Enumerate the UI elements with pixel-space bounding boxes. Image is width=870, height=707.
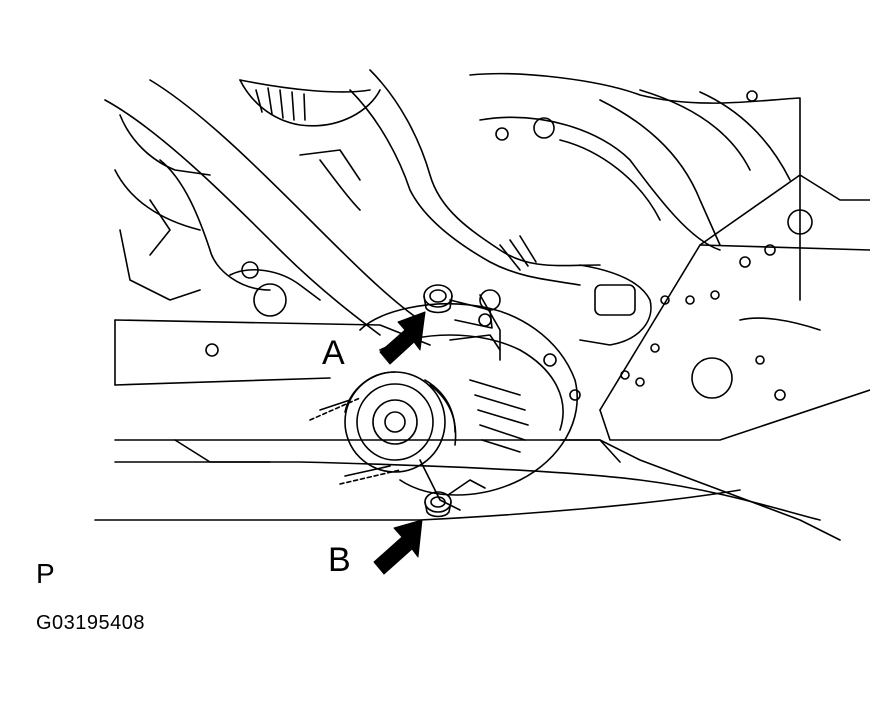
callout-a-label: A	[322, 334, 345, 372]
bolt-b-icon	[424, 479, 486, 518]
view-label: P	[36, 558, 55, 589]
intake-manifold-icon	[469, 72, 801, 301]
engine-block-icon	[599, 174, 870, 441]
engine-bay-left-icon	[114, 114, 361, 317]
hose-icon	[104, 69, 652, 346]
figure-id-label: G03195408	[36, 612, 146, 634]
subframe-icon	[94, 319, 841, 541]
pulley-icon	[344, 371, 457, 473]
callout-b-label: B	[328, 541, 351, 579]
arrow-a-icon	[379, 311, 426, 365]
bolt-a-icon	[423, 284, 493, 329]
drive-belt-icon	[309, 397, 401, 485]
arrow-b-icon	[373, 519, 423, 575]
